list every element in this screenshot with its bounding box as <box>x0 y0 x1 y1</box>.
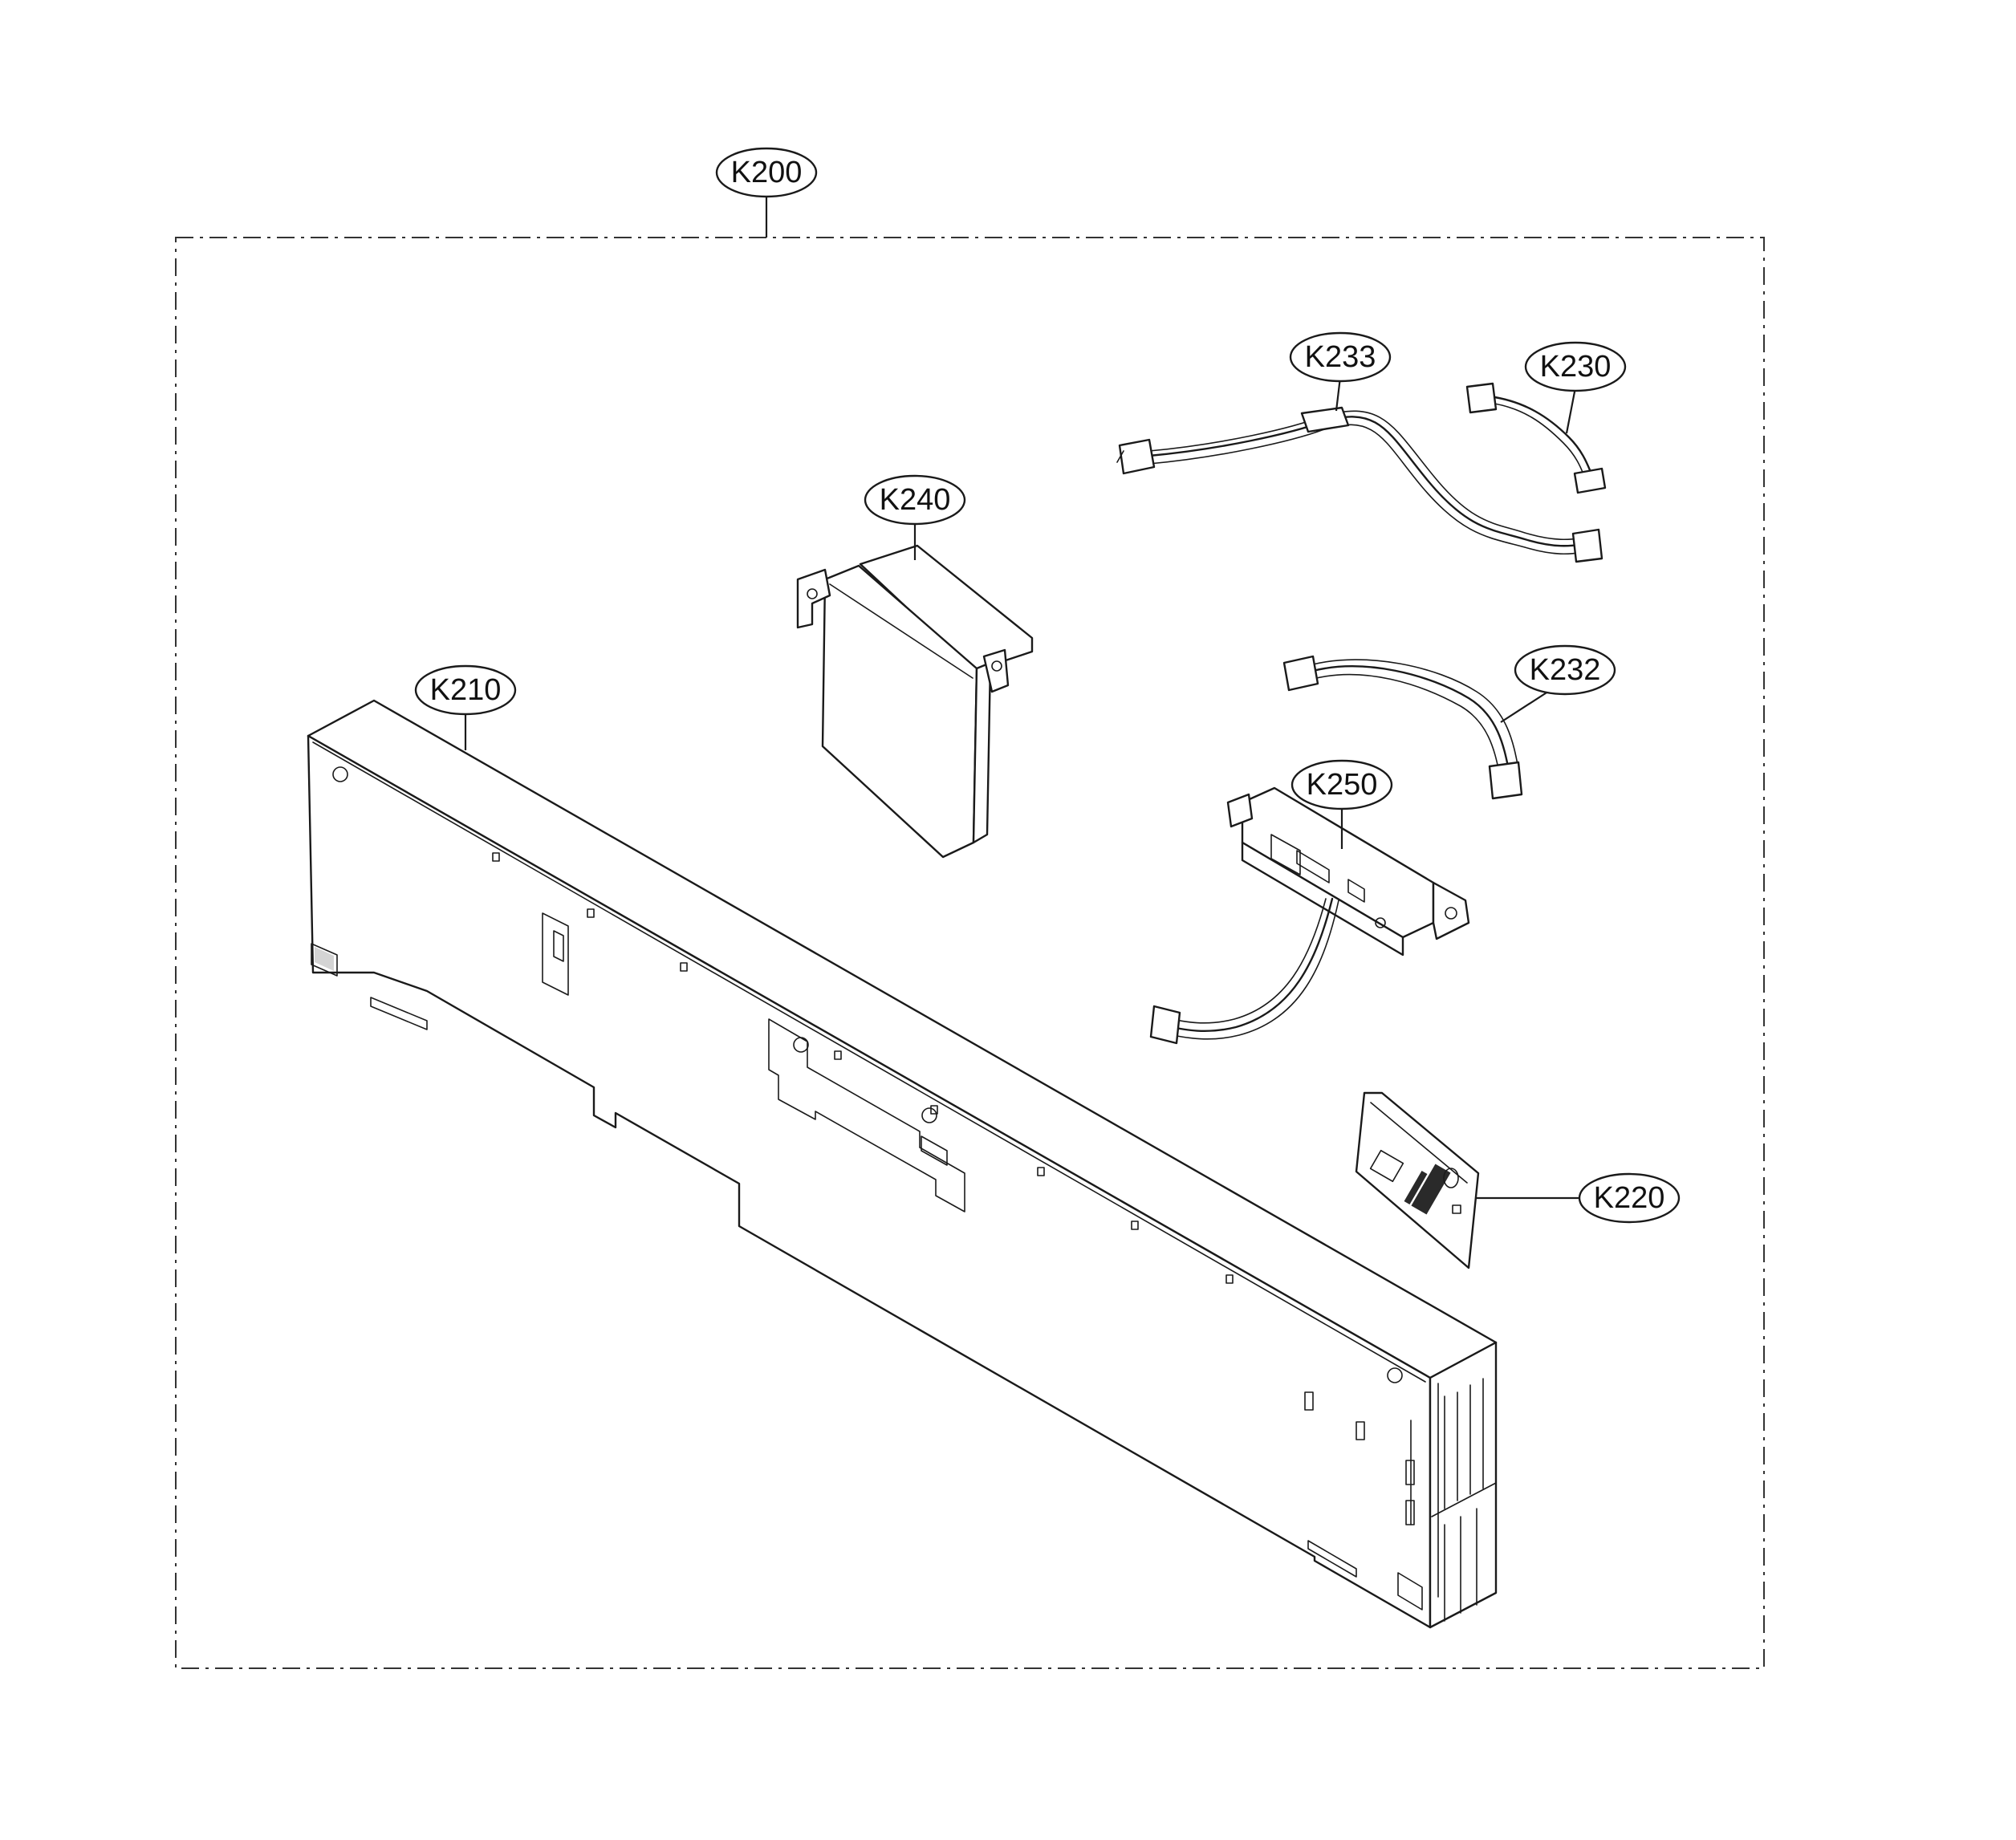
callout-k210: K210 <box>414 664 517 716</box>
callout-k200-label: K200 <box>731 156 803 189</box>
control-panel-k210 <box>307 699 1498 1629</box>
callout-k240: K240 <box>864 474 966 526</box>
callout-k233: K233 <box>1289 331 1392 383</box>
leader-k233 <box>1335 376 1342 412</box>
callout-k220: K220 <box>1578 1172 1681 1224</box>
leader-k232 <box>1500 688 1554 723</box>
harness-k232 <box>1282 655 1523 800</box>
callout-k240-label: K240 <box>880 483 951 517</box>
sensor-k250 <box>1149 786 1470 1045</box>
callout-k230: K230 <box>1524 341 1627 392</box>
callout-k250-label: K250 <box>1307 768 1378 802</box>
callout-k220-label: K220 <box>1594 1181 1665 1215</box>
leader-k230 <box>1565 387 1577 434</box>
assembly-boundary <box>175 237 1765 1669</box>
callout-k230-label: K230 <box>1540 350 1612 384</box>
callout-k232: K232 <box>1514 644 1616 696</box>
harness-k233 <box>1116 406 1603 563</box>
callout-k233-label: K233 <box>1305 340 1376 374</box>
callout-k200: K200 <box>715 147 818 198</box>
harness-k230 <box>1465 382 1607 494</box>
module-k240 <box>796 544 1034 859</box>
callout-k210-label: K210 <box>430 673 502 707</box>
card-k220 <box>1355 1091 1480 1269</box>
callout-k250: K250 <box>1290 759 1393 810</box>
callout-k232-label: K232 <box>1530 653 1601 687</box>
